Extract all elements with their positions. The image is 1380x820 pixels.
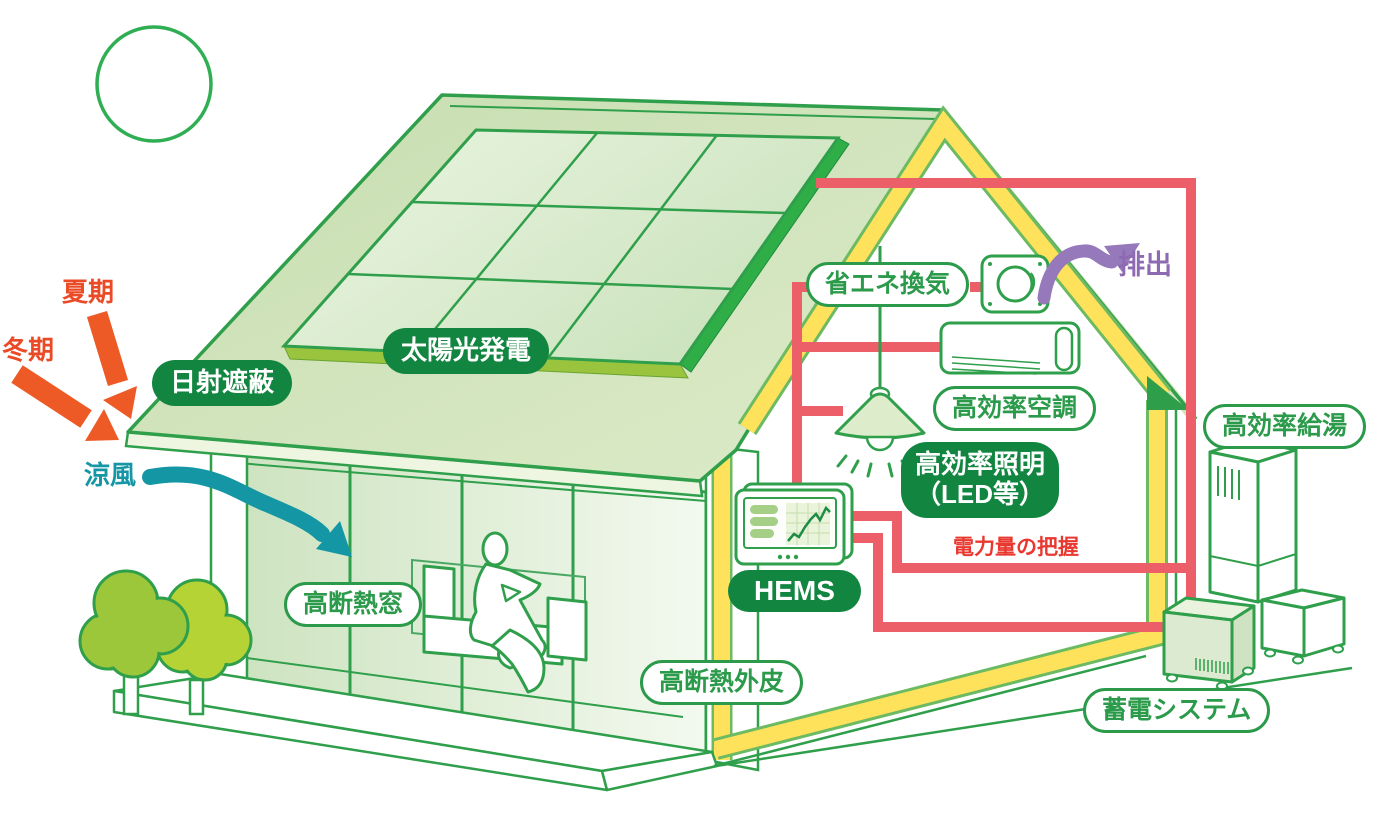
sunlight-arrow-icons (11, 310, 137, 441)
person-head (481, 531, 509, 567)
high-insulation-window-label: 高断熱窓 (284, 582, 423, 627)
high-insulation-envelope-label: 高断熱外皮 (640, 660, 804, 705)
power-monitoring-label: 電力量の把握 (953, 536, 1079, 559)
storage-battery-icon (1162, 588, 1346, 691)
lighting-label-line2: （LED等） (915, 478, 1046, 509)
energy-saving-ventilation-label: 省エネ換気 (806, 262, 970, 307)
solar-power-label: 太陽光発電 (383, 328, 550, 374)
ventilation-fan-icon (980, 254, 1050, 314)
exhaust-label: 排出 (1118, 250, 1172, 280)
exhaust-arrow-icon (1037, 243, 1140, 305)
person-arm (500, 583, 522, 603)
sun-icon (95, 25, 213, 143)
porch-deck (112, 666, 1353, 792)
tree-icon (78, 569, 253, 716)
sofa-armrest (546, 596, 588, 662)
high-efficiency-water-heater-label: 高効率給湯 (1203, 404, 1367, 449)
hems-screen-bars (750, 505, 778, 538)
lighting-label-line1: 高効率照明 (915, 449, 1046, 479)
high-efficiency-ac-label: 高効率空調 (933, 386, 1097, 431)
ground-line (715, 666, 1353, 768)
insulation-envelope (713, 105, 1198, 768)
person-leg (490, 628, 546, 694)
winter-arrow (11, 365, 92, 428)
wire-trunk (792, 282, 810, 492)
wire-hems-b (843, 533, 1168, 632)
battery-sub-box (1260, 588, 1346, 665)
water-heater-icon (1208, 438, 1298, 604)
storage-battery-system-label: 蓄電システム (1083, 688, 1271, 733)
high-efficiency-lighting-label: 高効率照明 （LED等） (901, 442, 1060, 518)
hems-monitor-icon (734, 482, 854, 566)
wire-hems-a (843, 511, 1196, 573)
air-conditioner-icon (939, 321, 1081, 375)
power-wires (792, 178, 1196, 632)
cool-breeze-arrow-icon (142, 466, 352, 557)
summer-label: 夏期 (62, 277, 115, 307)
solar-shading-label: 日射遮蔽 (152, 360, 293, 406)
person-on-sofa-icon (422, 531, 588, 694)
winter-label: 冬期 (2, 335, 55, 365)
summer-arrow (86, 310, 129, 387)
roof (124, 93, 946, 498)
cool-breeze-label: 涼風 (84, 460, 137, 490)
wire-solar-to-battery (816, 178, 1196, 602)
hems-label: HEMS (728, 570, 861, 613)
